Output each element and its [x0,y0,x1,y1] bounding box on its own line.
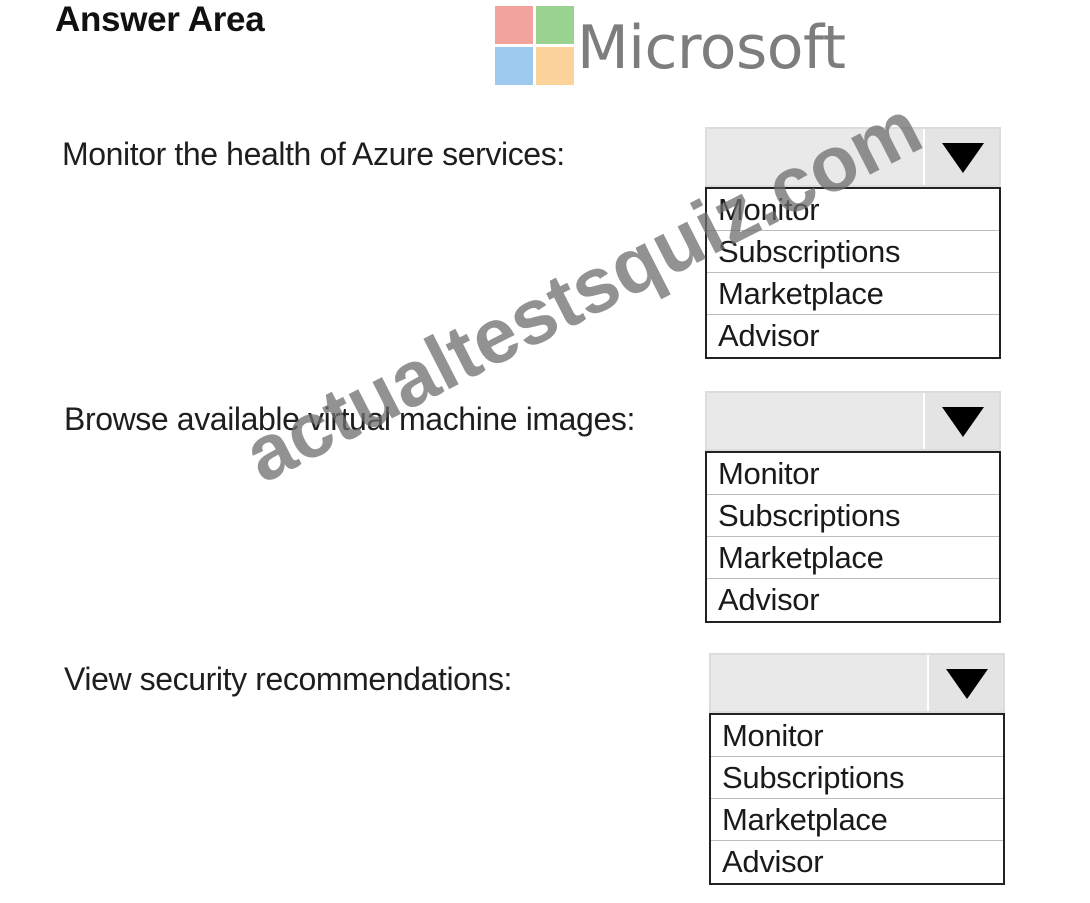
question-1-dropdown[interactable]: Monitor Subscriptions Marketplace Adviso… [705,127,1001,359]
dropdown-1-option-subscriptions[interactable]: Subscriptions [707,231,999,273]
logo-wordmark: Microsoft [577,13,846,83]
dropdown-1-select[interactable] [705,127,1001,187]
triangle-down-icon [942,143,984,173]
dropdown-2-toggle-button[interactable] [923,393,999,449]
dropdown-3-toggle-button[interactable] [927,655,1003,711]
question-3-dropdown[interactable]: Monitor Subscriptions Marketplace Adviso… [709,653,1005,885]
triangle-down-icon [946,669,988,699]
question-3-label: View security recommendations: [64,661,513,697]
question-2-label: Browse available virtual machine images: [64,401,635,437]
logo-square-yellow [536,47,574,85]
dropdown-3-options: Monitor Subscriptions Marketplace Adviso… [709,713,1005,885]
logo-square-red [495,6,533,44]
dropdown-1-option-marketplace[interactable]: Marketplace [707,273,999,315]
dropdown-2-option-subscriptions[interactable]: Subscriptions [707,495,999,537]
dropdown-3-option-marketplace[interactable]: Marketplace [711,799,1003,841]
microsoft-logo: Microsoft [495,6,855,86]
dropdown-3-option-subscriptions[interactable]: Subscriptions [711,757,1003,799]
triangle-down-icon [942,407,984,437]
question-2-dropdown[interactable]: Monitor Subscriptions Marketplace Adviso… [705,391,1001,623]
question-1-label: Monitor the health of Azure services: [62,136,565,172]
dropdown-2-option-monitor[interactable]: Monitor [707,453,999,495]
dropdown-3-option-monitor[interactable]: Monitor [711,715,1003,757]
dropdown-2-options: Monitor Subscriptions Marketplace Adviso… [705,451,1001,623]
dropdown-1-option-advisor[interactable]: Advisor [718,318,820,353]
dropdown-3-option-advisor[interactable]: Advisor [722,844,824,879]
dropdown-1-options: Monitor Subscriptions Marketplace Adviso… [705,187,1001,359]
dropdown-3-select[interactable] [709,653,1005,713]
dropdown-2-option-advisor[interactable]: Advisor [718,582,820,617]
dropdown-2-select[interactable] [705,391,1001,451]
logo-square-blue [495,47,533,85]
dropdown-1-toggle-button[interactable] [923,129,999,185]
dropdown-2-option-marketplace[interactable]: Marketplace [707,537,999,579]
dropdown-1-option-monitor[interactable]: Monitor [707,189,999,231]
logo-square-green [536,6,574,44]
answer-area-heading: Answer Area [55,0,265,39]
